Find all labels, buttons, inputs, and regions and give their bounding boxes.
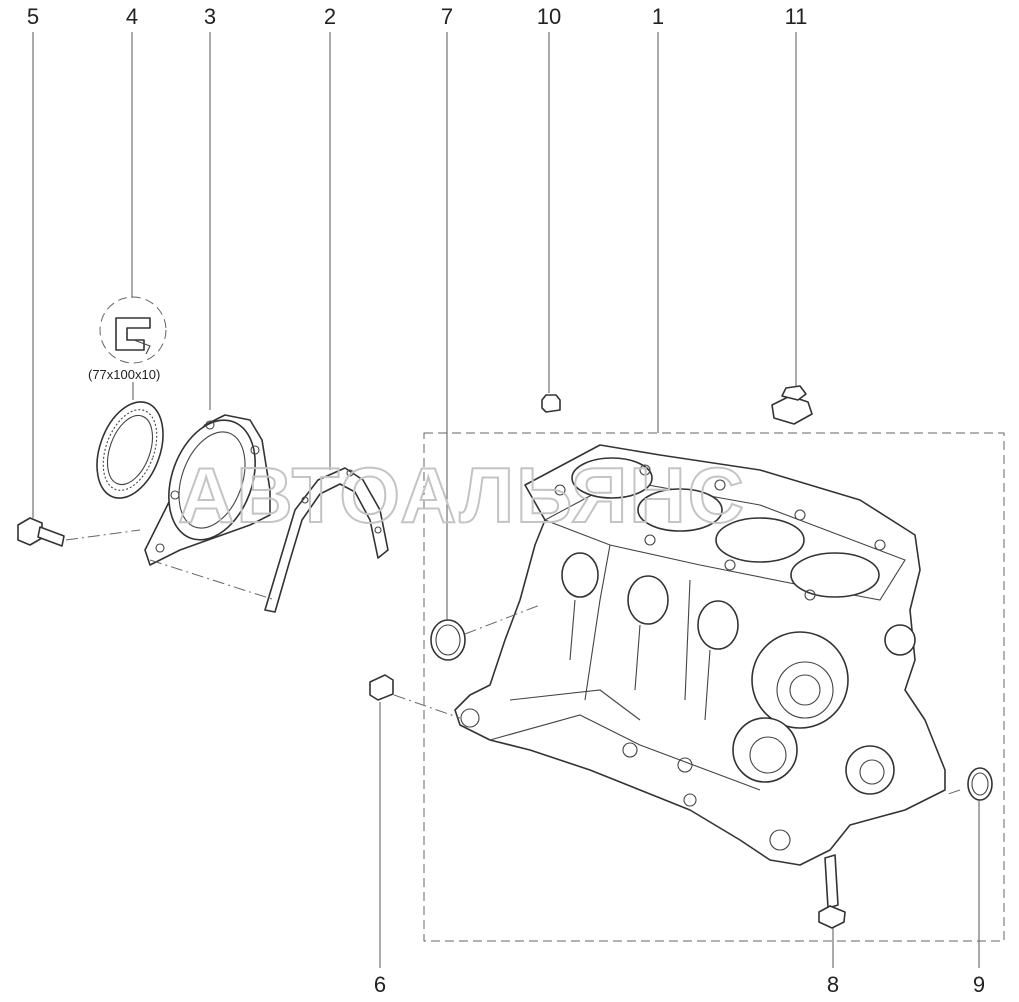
callout-3: 3 [204, 4, 216, 29]
callout-9: 9 [973, 972, 985, 997]
path-bolt-to-housing [65, 529, 141, 541]
oil-seal-part-4 [96, 401, 164, 499]
callout-5: 5 [27, 4, 39, 29]
callout-8: 8 [827, 972, 839, 997]
callout-4: 4 [126, 4, 138, 29]
bushing-part-10 [541, 394, 561, 413]
rear-seal-housing-part-3 [144, 414, 271, 566]
cap-plug-part-9 [967, 767, 993, 801]
cap-plug-part-7 [430, 619, 466, 661]
path-housing-to-gasket [149, 559, 276, 601]
seal-size-label: (77x100x10) [88, 367, 160, 382]
bolt-part-5 [17, 517, 65, 547]
path-cap-to-block [464, 604, 541, 635]
callout-10: 10 [537, 4, 561, 29]
callout-2: 2 [324, 4, 336, 29]
seal-section-detail [99, 296, 167, 364]
bolt-part-8 [818, 854, 846, 929]
engine-block-part-1 [454, 444, 946, 866]
callout-7: 7 [441, 4, 453, 29]
callout-11: 11 [785, 4, 808, 29]
gasket-part-2 [264, 467, 389, 613]
path-dowel-to-block [393, 694, 461, 719]
dowel-part-6 [369, 674, 394, 701]
watermark-text: АВТОАЛЬЯНС [178, 451, 746, 539]
callout-6: 6 [374, 972, 386, 997]
plug-part-11 [771, 385, 813, 425]
assembly-boundary [423, 432, 1005, 942]
callout-1: 1 [652, 4, 664, 29]
path-plug-to-block [944, 789, 961, 796]
